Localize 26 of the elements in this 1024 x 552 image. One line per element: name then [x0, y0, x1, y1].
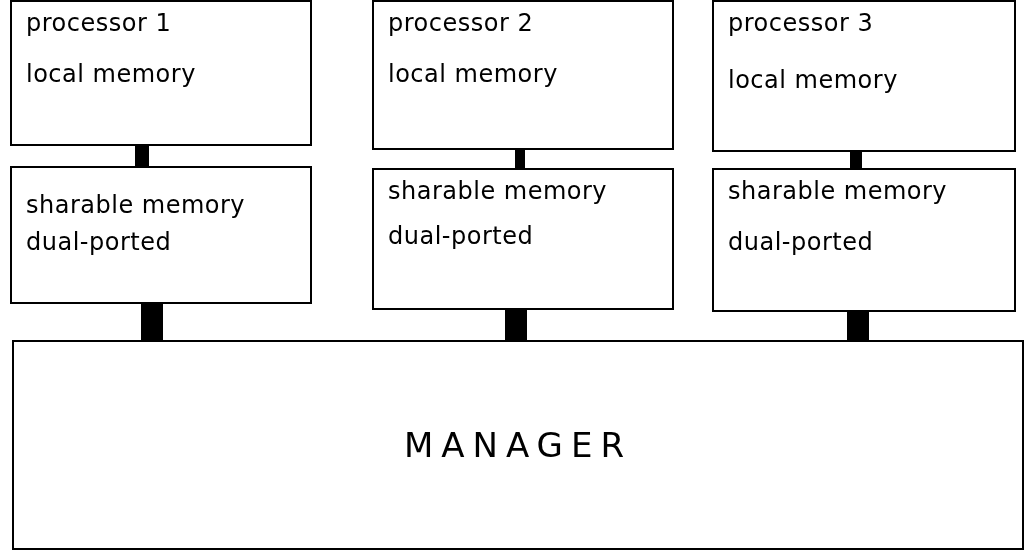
- connector-bar: [135, 146, 149, 166]
- box-label: local memory: [26, 59, 196, 91]
- memory-box: [10, 166, 312, 304]
- box-label: sharable memory: [388, 176, 608, 207]
- memory-box: [372, 168, 674, 310]
- connector-bar: [505, 310, 527, 340]
- box-label: dual-ported: [26, 227, 172, 259]
- box-label: dual-ported: [388, 221, 534, 253]
- box-label: sharable memory: [728, 176, 948, 207]
- connector-bar: [515, 150, 525, 168]
- memory-box: [10, 0, 312, 146]
- memory-box: [712, 168, 1016, 312]
- box-label: local memory: [728, 65, 898, 97]
- box-label: MANAGER: [403, 423, 633, 467]
- connector-bar: [847, 312, 869, 340]
- memory-box: [712, 0, 1016, 152]
- manager-box: [12, 340, 1024, 550]
- connector-bar: [141, 304, 163, 340]
- box-label: sharable memory: [26, 190, 246, 221]
- box-label: dual-ported: [728, 227, 874, 259]
- connector-bar: [850, 152, 862, 168]
- box-label: processor 1: [26, 8, 172, 39]
- box-label: processor 2: [388, 8, 534, 39]
- box-label: processor 3: [728, 8, 874, 39]
- memory-box: [372, 0, 674, 150]
- box-label: local memory: [388, 59, 558, 91]
